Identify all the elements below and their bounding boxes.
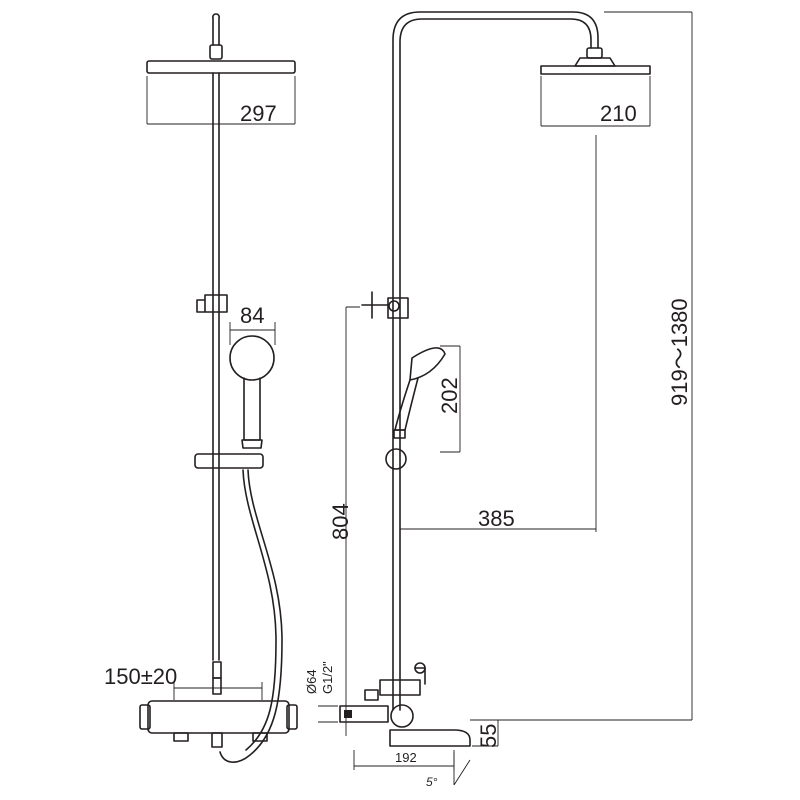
- side-hand-shower: [385, 347, 446, 470]
- dim-total-height: 919～1380: [667, 298, 692, 406]
- dim-spout-height: 55: [476, 724, 501, 748]
- dim-spout-angle: 5°: [426, 775, 438, 789]
- dim-inlet-diameter: Ø64: [304, 669, 319, 694]
- dim-front-head-width: 297: [240, 101, 277, 126]
- front-mixer: [139, 661, 298, 748]
- dim-head-reach: 385: [478, 506, 515, 531]
- front-hand-shower: [229, 335, 275, 449]
- dimension-lines: [146, 11, 693, 786]
- dim-inlet-thread: G1/2": [320, 661, 335, 694]
- dim-outlet-height: 804: [328, 503, 353, 540]
- side-view: [339, 11, 651, 747]
- side-mixer: [339, 662, 471, 747]
- front-view: [139, 13, 298, 763]
- dim-spout-reach: 192: [395, 750, 417, 765]
- front-shower-head: [146, 60, 296, 74]
- dim-inlet-spacing: 150±20: [104, 664, 177, 689]
- dimension-labels: 297 210 84 202 919～1380 804 385 150±20 Ø…: [104, 101, 692, 789]
- dim-hand-shower-width: 84: [240, 303, 264, 328]
- dim-side-head-width: 210: [600, 101, 637, 126]
- side-shower-head: [540, 57, 651, 75]
- dim-hand-shower-height: 202: [437, 377, 462, 414]
